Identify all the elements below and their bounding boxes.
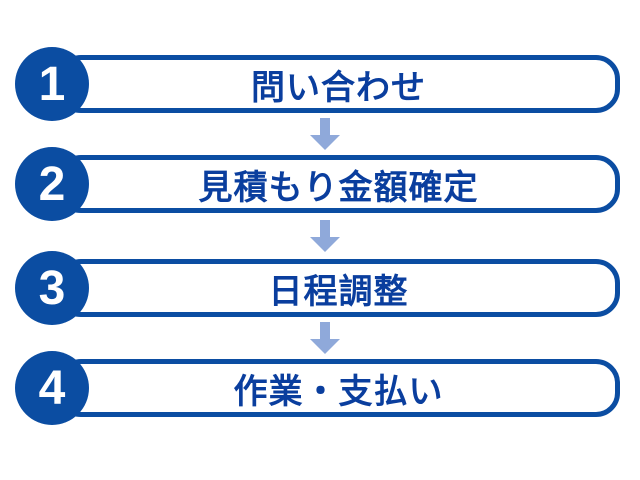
down-arrow-icon xyxy=(310,118,340,150)
step-bar: 日程調整 xyxy=(57,259,620,317)
step-bar: 問い合わせ xyxy=(57,55,620,113)
step-number: 1 xyxy=(38,57,66,111)
flow-step-2: 見積もり金額確定 2 xyxy=(15,147,620,221)
step-bar: 見積もり金額確定 xyxy=(57,155,620,213)
down-arrow-icon xyxy=(310,322,340,354)
step-number-badge: 2 xyxy=(15,147,89,221)
flow-step-3: 日程調整 3 xyxy=(15,251,620,325)
step-number-badge: 1 xyxy=(15,47,89,121)
step-bar: 作業・支払い xyxy=(57,359,620,417)
step-number: 3 xyxy=(38,261,66,315)
step-number: 2 xyxy=(38,157,66,211)
step-number-badge: 4 xyxy=(15,351,89,425)
step-label: 作業・支払い xyxy=(233,372,444,411)
step-number-badge: 3 xyxy=(15,251,89,325)
step-number: 4 xyxy=(38,361,66,415)
down-arrow-icon xyxy=(310,220,340,252)
step-label: 見積もり金額確定 xyxy=(198,168,479,207)
flow-step-4: 作業・支払い 4 xyxy=(15,351,620,425)
step-label: 問い合わせ xyxy=(251,68,426,107)
step-label: 日程調整 xyxy=(268,272,409,311)
flow-step-1: 問い合わせ 1 xyxy=(15,47,620,121)
